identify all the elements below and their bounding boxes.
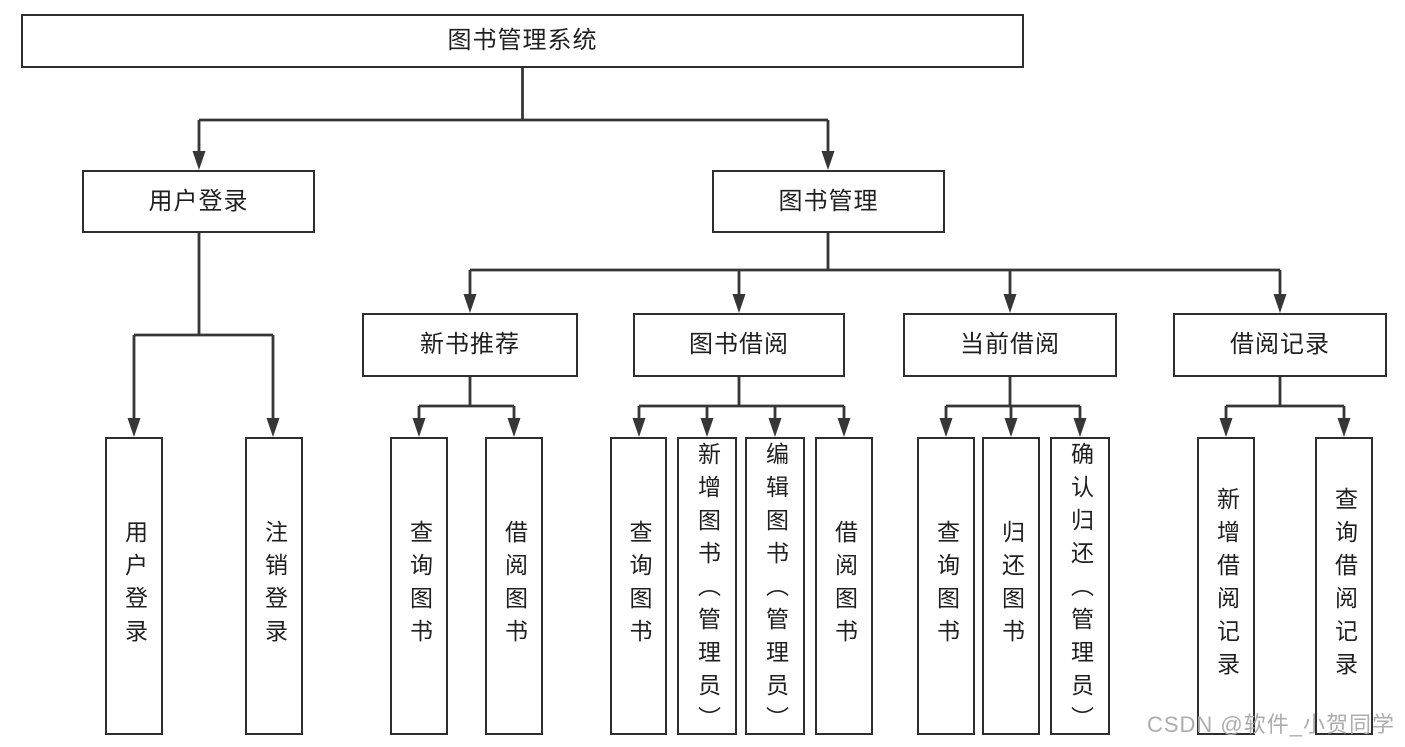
leaf-recommend-query-books-label: 查询图书 <box>406 520 433 652</box>
node-book-management-label: 图书管理 <box>778 187 879 215</box>
node-book-management: 图书管理 <box>712 170 945 233</box>
leaf-logout: 注销登录 <box>245 437 303 735</box>
node-book-borrow: 图书借阅 <box>633 313 845 377</box>
leaf-confirm-return-admin: 确认归还（管理员） <box>1050 437 1110 739</box>
leaf-current-query-books: 查询图书 <box>917 437 975 735</box>
node-new-book-recommend: 新书推荐 <box>362 313 578 377</box>
leaf-add-books-admin: 新增图书（管理员） <box>677 437 737 739</box>
leaf-query-borrow-record-label: 查询借阅记录 <box>1331 487 1358 685</box>
leaf-borrow-query-books-label: 查询图书 <box>626 520 652 652</box>
leaf-add-borrow-record: 新增借阅记录 <box>1197 437 1255 735</box>
arrowhead <box>127 418 141 437</box>
arrowhead <box>939 418 953 437</box>
arrowhead <box>732 294 746 313</box>
leaf-user-login-label: 用户登录 <box>121 520 148 652</box>
arrowhead <box>1004 418 1018 437</box>
leaf-return-books-label: 归还图书 <box>998 520 1025 652</box>
arrowhead <box>507 418 521 437</box>
leaf-borrow-query-books: 查询图书 <box>610 437 667 735</box>
leaf-logout-label: 注销登录 <box>261 520 288 652</box>
leaf-recommend-borrow-books-label: 借阅图书 <box>501 520 528 652</box>
arrowhead <box>463 294 477 313</box>
node-borrow-records: 借阅记录 <box>1173 313 1387 377</box>
leaf-user-login: 用户登录 <box>105 437 163 735</box>
arrowhead <box>700 418 714 437</box>
node-borrow-records-label: 借阅记录 <box>1230 331 1330 358</box>
node-user-login: 用户登录 <box>82 170 315 233</box>
node-book-borrow-label: 图书借阅 <box>689 331 789 358</box>
node-user-login-label: 用户登录 <box>148 187 249 215</box>
node-current-borrow: 当前借阅 <box>903 313 1117 377</box>
leaf-recommend-borrow-books: 借阅图书 <box>485 437 543 735</box>
arrowhead <box>266 418 280 437</box>
leaf-confirm-return-admin-label: 确认归还（管理员） <box>1067 442 1094 739</box>
leaf-edit-books-admin: 编辑图书（管理员） <box>745 437 805 739</box>
arrowhead <box>821 151 835 170</box>
connector-path <box>132 68 1346 423</box>
node-root-label: 图书管理系统 <box>447 27 598 54</box>
arrowhead <box>768 418 782 437</box>
leaf-add-borrow-record-label: 新增借阅记录 <box>1213 487 1240 685</box>
arrowhead <box>1073 418 1087 437</box>
arrowhead <box>632 418 646 437</box>
leaf-query-borrow-record: 查询借阅记录 <box>1315 437 1373 735</box>
arrowhead <box>1003 294 1017 313</box>
leaf-recommend-query-books: 查询图书 <box>390 437 448 735</box>
arrowhead <box>837 418 851 437</box>
arrowhead <box>1219 418 1233 437</box>
arrowhead <box>1273 294 1287 313</box>
leaf-current-query-books-label: 查询图书 <box>933 520 960 652</box>
leaf-borrow-books: 借阅图书 <box>815 437 873 735</box>
node-new-book-recommend-label: 新书推荐 <box>420 331 520 358</box>
arrowhead <box>1337 418 1351 437</box>
arrowhead <box>412 418 426 437</box>
leaf-edit-books-admin-label: 编辑图书（管理员） <box>762 442 789 739</box>
leaf-return-books: 归还图书 <box>982 437 1040 735</box>
leaf-add-books-admin-label: 新增图书（管理员） <box>694 442 721 739</box>
node-root: 图书管理系统 <box>21 14 1024 68</box>
node-current-borrow-label: 当前借阅 <box>960 331 1060 358</box>
arrowhead <box>192 151 206 170</box>
leaf-borrow-books-label: 借阅图书 <box>831 520 858 652</box>
